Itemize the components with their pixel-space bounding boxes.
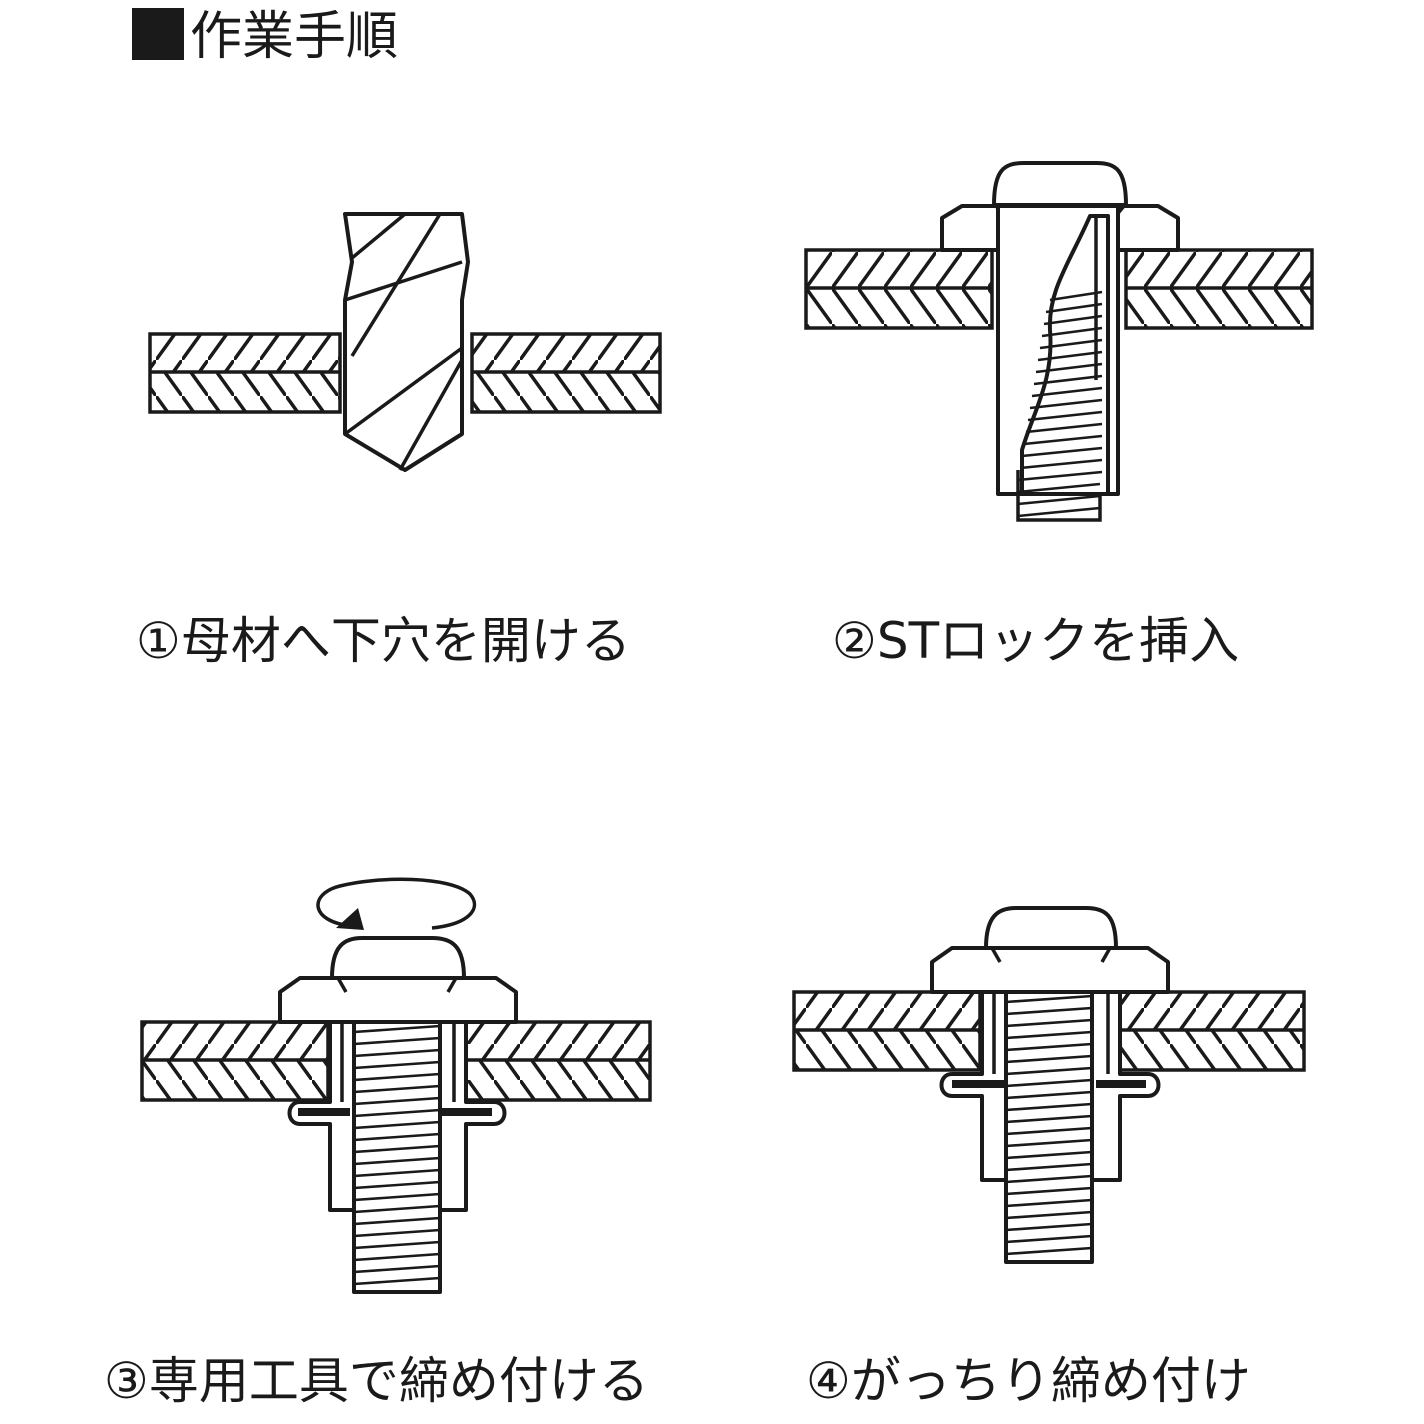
step4-bolt-threads xyxy=(1004,990,1094,1264)
step4-nut-icon xyxy=(930,906,1170,1264)
step3-plate-left xyxy=(140,1020,330,1102)
step1-caption: ①母材へ下穴を開ける xyxy=(136,612,631,670)
rotation-arrow-icon xyxy=(316,877,477,930)
st-lock-nut-icon xyxy=(940,161,1180,522)
step4-plate-right xyxy=(1118,990,1306,1072)
section-title: 作業手順 xyxy=(132,8,398,63)
step3-tighten-illustration xyxy=(140,877,652,1294)
step4-fastened-illustration xyxy=(792,906,1306,1264)
section-title-text: 作業手順 xyxy=(190,7,399,67)
step1-drill-illustration xyxy=(148,212,662,472)
step1-plate-left xyxy=(148,332,342,414)
step3-nut-icon xyxy=(278,936,518,1294)
step2-caption: ②STロックを挿入 xyxy=(832,612,1240,670)
step2-bolt-threads xyxy=(1016,290,1103,522)
step2-plate-left xyxy=(804,248,994,330)
drill-bit-icon xyxy=(343,212,470,472)
step4-plate-left xyxy=(792,990,982,1072)
step4-caption: ④がっちり締め付け xyxy=(806,1352,1251,1410)
step2-insert-illustration xyxy=(804,161,1314,522)
step3-bolt-threads xyxy=(352,1020,442,1294)
step2-plate-right xyxy=(1124,248,1314,330)
square-bullet-icon xyxy=(132,8,184,60)
step3-caption: ③専用工具で締め付ける xyxy=(104,1352,649,1410)
step3-plate-right xyxy=(464,1020,652,1102)
step1-plate-right xyxy=(470,332,662,414)
